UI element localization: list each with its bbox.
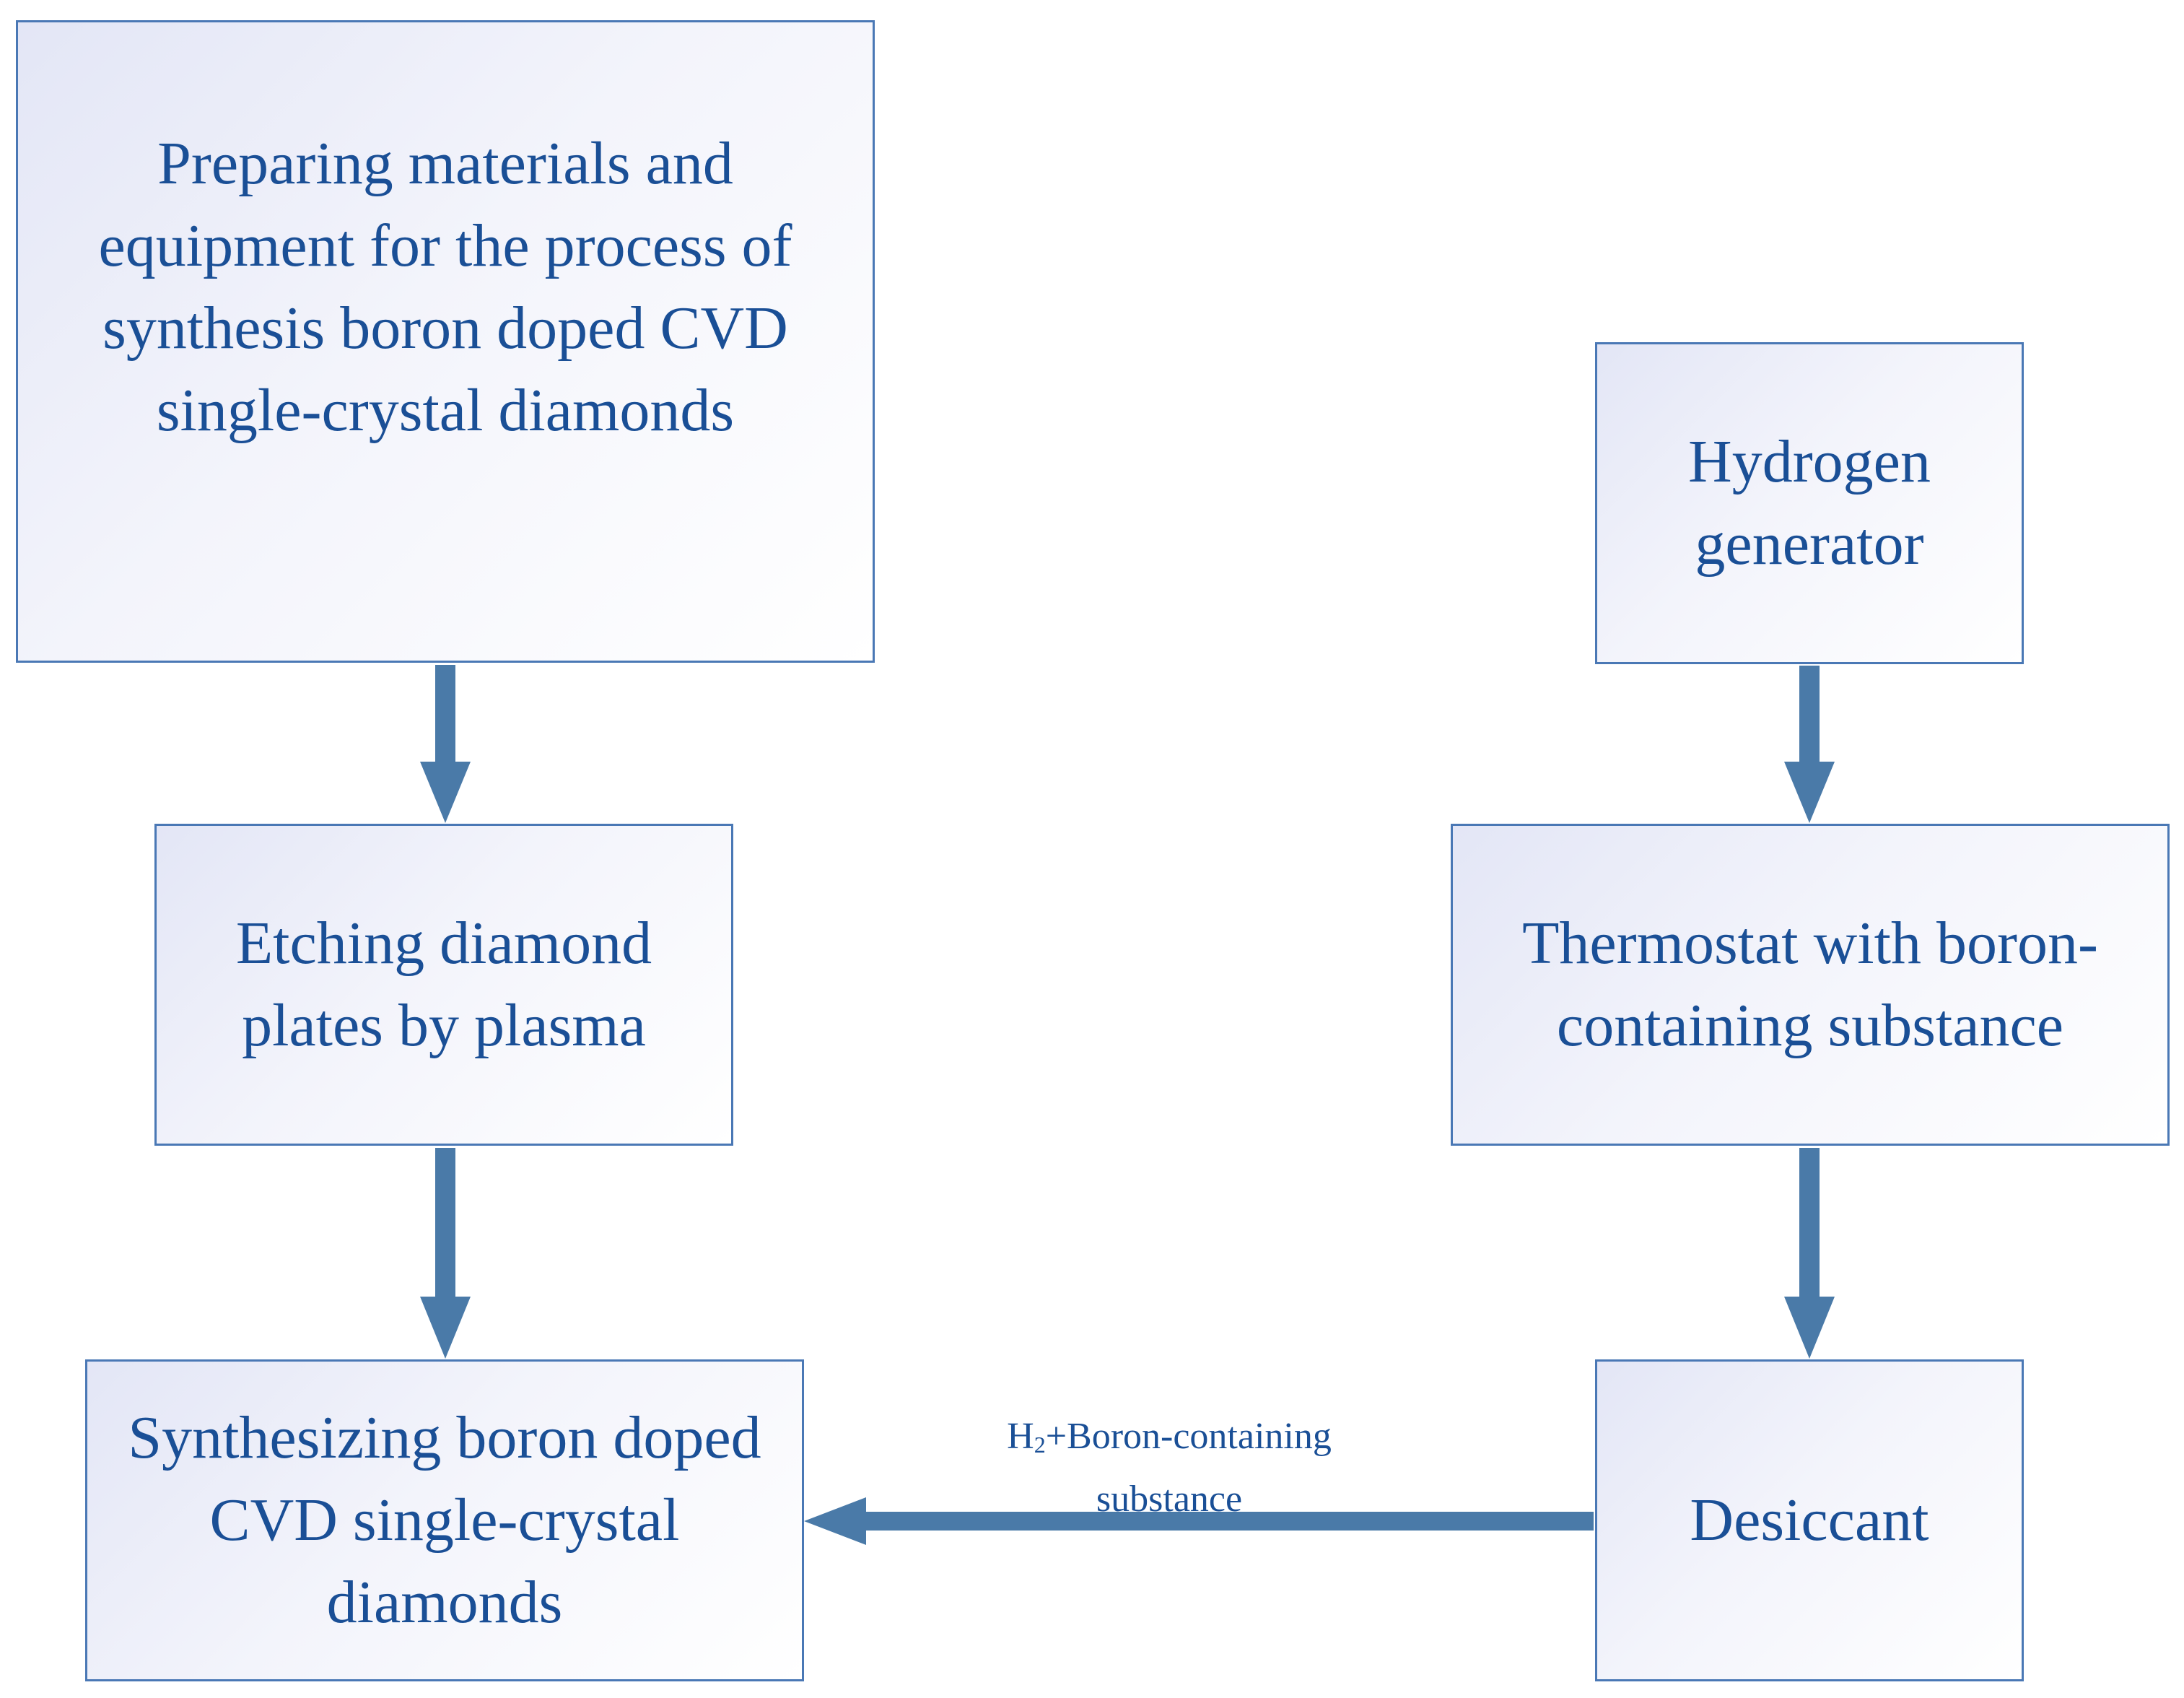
box-desiccant-label: Desiccant	[1690, 1486, 1929, 1554]
box-etching-plates-label: Etching diamond plates by plasma	[235, 910, 652, 1059]
flow-label-h2-boron: H2+Boron-containing substance	[938, 1409, 1400, 1527]
box-preparing-materials: Preparing materials and equipment for th…	[16, 20, 875, 663]
box-thermostat: Thermostat with boron-containing substan…	[1451, 824, 2170, 1146]
box-desiccant: Desiccant	[1595, 1359, 2024, 1681]
arrow-thermostat-to-desiccant	[1784, 1148, 1835, 1359]
arrow-prepare-to-etch	[420, 665, 471, 823]
arrow-etch-to-synthesize	[420, 1148, 471, 1359]
box-hydrogen-generator: Hydrogen generator	[1595, 342, 2024, 664]
flow-label-line1-rest: +Boron-containing	[1045, 1416, 1332, 1457]
arrow-hydrogen-to-thermostat	[1784, 666, 1835, 823]
box-etching-plates: Etching diamond plates by plasma	[154, 824, 733, 1146]
box-synthesizing-diamonds: Synthesizing boron doped CVD single-crys…	[85, 1359, 804, 1681]
flow-label-h-symbol: H	[1007, 1416, 1034, 1457]
box-thermostat-label: Thermostat with boron-containing substan…	[1522, 910, 2098, 1059]
flow-label-line2: substance	[1096, 1479, 1243, 1520]
box-synthesizing-diamonds-label: Synthesizing boron doped CVD single-crys…	[128, 1404, 761, 1636]
box-hydrogen-generator-label: Hydrogen generator	[1688, 428, 1931, 578]
flow-label-subscript: 2	[1034, 1432, 1046, 1458]
box-preparing-materials-label: Preparing materials and equipment for th…	[98, 130, 792, 444]
flow-label-line1: H2+Boron-containing	[938, 1409, 1400, 1472]
